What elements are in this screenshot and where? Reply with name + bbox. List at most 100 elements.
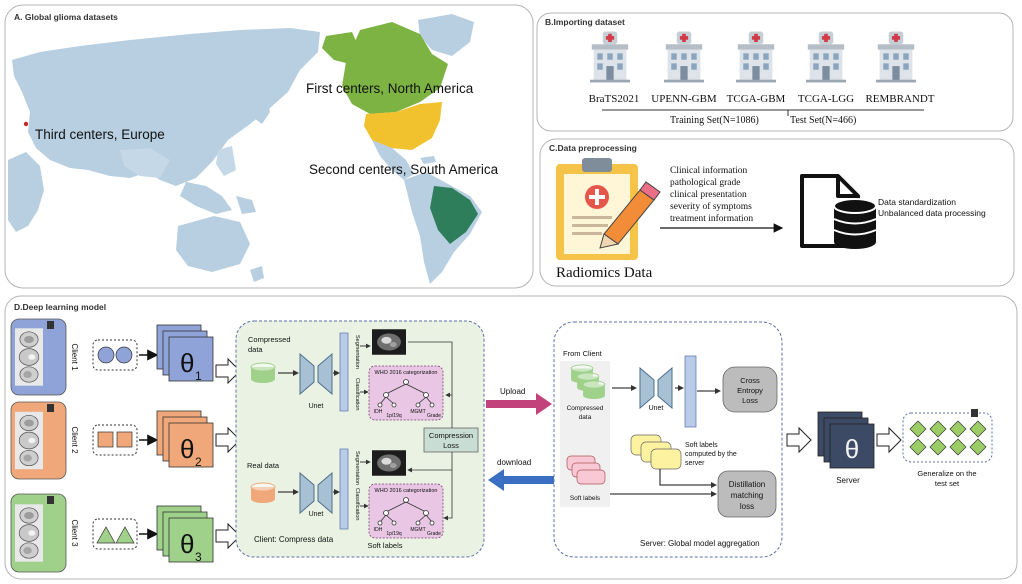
client-2-row: Client 2 θ 2 (10, 401, 241, 480)
theta-1-stack (168, 336, 214, 382)
dataset-label: TCGA-GBM (727, 93, 786, 105)
distillation-label: loss (740, 502, 754, 511)
compression-loss-label: Compression (429, 431, 473, 440)
training-set-label: Training Set(N=1086) (670, 115, 759, 126)
leaf-label: Grade (427, 531, 441, 537)
theta-subscript: 2 (195, 455, 202, 469)
feature-bar (339, 332, 349, 412)
hollow-arrow (215, 522, 241, 550)
processing-line: Data standardization (878, 197, 956, 207)
dataset-label: REMBRANDT (865, 93, 934, 105)
lock-icon (47, 321, 54, 329)
clinical-line: treatment information (670, 213, 753, 224)
panel-b-title: B.Importing dataset (545, 17, 625, 27)
soft-labels-stack (576, 469, 606, 485)
server-box-caption: Server: Global model aggregation (640, 539, 760, 548)
loss-feedback-line (408, 341, 453, 428)
cross-entropy-label: Loss (742, 396, 758, 405)
compression-loss-label: Loss (443, 441, 459, 450)
diamond-icon (909, 438, 927, 456)
soft-labels-label: Soft labels (367, 541, 402, 550)
world-map (8, 14, 482, 284)
cross-entropy-label: Entropy (737, 386, 763, 395)
diamond-icon (969, 438, 987, 456)
brain-mri-icon (15, 411, 43, 470)
soft-labels-computed-label: server (685, 460, 705, 467)
document-database-icon (800, 174, 877, 249)
segmentation-label: Segmentation (354, 451, 360, 485)
dataset-label: UPENN-GBM (651, 93, 717, 105)
clipboard-icon (556, 158, 638, 260)
soft-labels-computed-label: Soft labels (685, 442, 718, 449)
who-label: WHO 2016 categorization (375, 488, 438, 494)
client-3-label: Client 3 (70, 519, 79, 547)
square-icon (116, 431, 133, 448)
diamond-icon (929, 438, 947, 456)
server-unet-label: Unet (649, 405, 664, 412)
leaf-label: Grade (427, 413, 441, 419)
who-tree-box (368, 483, 444, 539)
real-data-cylinder (250, 482, 276, 504)
who-label: WHO 2016 categorization (375, 370, 438, 376)
soft-labels-computed-label: computed by the (685, 451, 737, 458)
hollow-arrow (215, 426, 241, 454)
brain-mri-icon (15, 503, 43, 563)
processing-line: Unbalanced data processing (878, 208, 986, 218)
theta-symbol: θ (180, 348, 194, 378)
diamond-icon (929, 420, 947, 438)
distillation-loss-box (717, 470, 777, 518)
label-third-centers: Third centers, Europe (35, 127, 165, 142)
leaf-label: 1p/19q (386, 413, 402, 419)
lock-icon (47, 404, 54, 412)
panel-c-frame (539, 138, 1015, 287)
download-label: download (497, 458, 531, 467)
clinical-line: Clinical information (670, 165, 748, 176)
segmentation-mri-image (372, 450, 406, 476)
client-2-label: Client 2 (70, 426, 79, 454)
triangle-icon (96, 526, 116, 544)
theta-3-stack (168, 517, 214, 563)
segmentation-label: Segmentation (354, 335, 360, 369)
segmentation-mri-image (372, 329, 406, 355)
hollow-arrow (215, 357, 241, 385)
server-compressed-data-label: data (579, 414, 592, 421)
circle-icon (97, 346, 115, 364)
from-client-label: From Client (563, 349, 603, 358)
dataset-label: TCGA-LGG (798, 93, 854, 105)
compression-loss-box (423, 427, 479, 453)
theta-subscript: 3 (195, 550, 202, 564)
loss-feedback-line (443, 452, 453, 521)
panel-a-title: A. Global glioma datasets (14, 12, 118, 22)
real-data-label: Real data (247, 461, 280, 470)
square-icon (97, 431, 114, 448)
lock-icon (47, 496, 54, 504)
upload-arrow (486, 393, 552, 415)
who-tree-box (368, 365, 444, 421)
test-set-box (902, 412, 993, 463)
leaf-label: IDH (374, 527, 383, 533)
client-1-row: Client 1 θ 1 (10, 318, 241, 396)
leaf-label: MGMT (410, 527, 425, 533)
unet-label: Unet (309, 403, 324, 410)
classification-label: Classification (354, 488, 360, 520)
server-soft-labels-stack (650, 448, 682, 470)
server-theta-symbol: θ (845, 434, 859, 464)
theta-symbol: θ (180, 434, 194, 464)
hollow-arrow (876, 426, 902, 454)
client-3-data-box (92, 518, 138, 550)
triangle-icon (115, 526, 135, 544)
label-second-centers: Second centers, South America (309, 162, 499, 177)
distillation-label: Distillation (729, 480, 765, 489)
client-box-caption: Client: Compress data (254, 535, 334, 544)
upload-label: Upload (500, 387, 525, 396)
feature-bar (339, 448, 349, 530)
test-set-label: Test Set(N=466) (790, 115, 856, 126)
compressed-data-label: data (248, 345, 263, 354)
unet-label: Unet (309, 511, 324, 518)
leaf-label: MGMT (410, 409, 425, 415)
leaf-label: IDH (374, 409, 383, 415)
server-soft-labels-label: Soft labels (570, 495, 601, 502)
diamond-icon (949, 438, 967, 456)
client-3-row: Client 3 θ 3 (10, 493, 241, 573)
